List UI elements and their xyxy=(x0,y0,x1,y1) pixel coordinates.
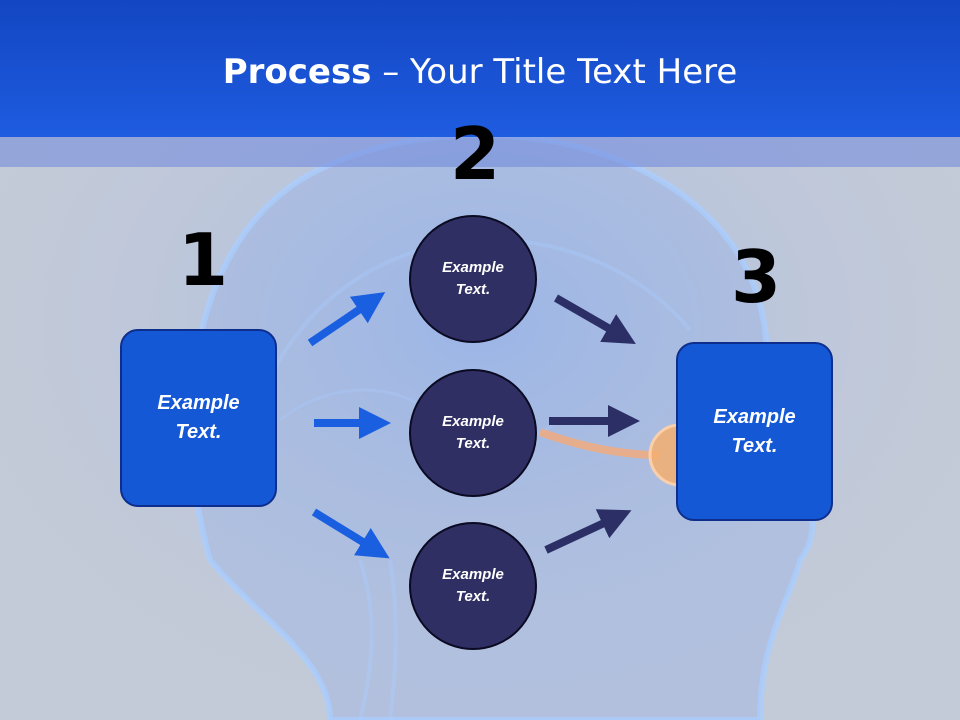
title-band xyxy=(0,137,960,167)
step-2-circle-bottom: Example Text. xyxy=(409,522,537,650)
step-number-1: 1 xyxy=(178,218,229,302)
title-rest: – Your Title Text Here xyxy=(371,52,738,92)
step-2-label-top: Example Text. xyxy=(442,258,504,299)
step-3-box: Example Text. xyxy=(676,342,833,521)
arrow-bottom-to-3 xyxy=(544,509,632,554)
step-number-3: 3 xyxy=(731,235,782,319)
step-2-circle-top: Example Text. xyxy=(409,215,537,343)
arrow-1-to-top xyxy=(307,292,386,347)
title-bold: Process xyxy=(222,52,372,92)
step-2-circle-middle: Example Text. xyxy=(409,369,537,497)
title-bar xyxy=(0,0,960,137)
step-2-label-bottom: Example Text. xyxy=(442,565,504,606)
slide-title: Process – Your Title Text Here xyxy=(0,52,960,92)
step-number-2: 2 xyxy=(450,112,501,196)
step-1-box: Example Text. xyxy=(120,329,277,507)
arrow-1-to-bottom xyxy=(311,508,390,559)
step-1-label: Example Text. xyxy=(157,392,240,443)
step-2-label-middle: Example Text. xyxy=(442,412,504,453)
arrow-top-to-3 xyxy=(554,294,636,344)
step-3-label: Example Text. xyxy=(713,405,796,457)
